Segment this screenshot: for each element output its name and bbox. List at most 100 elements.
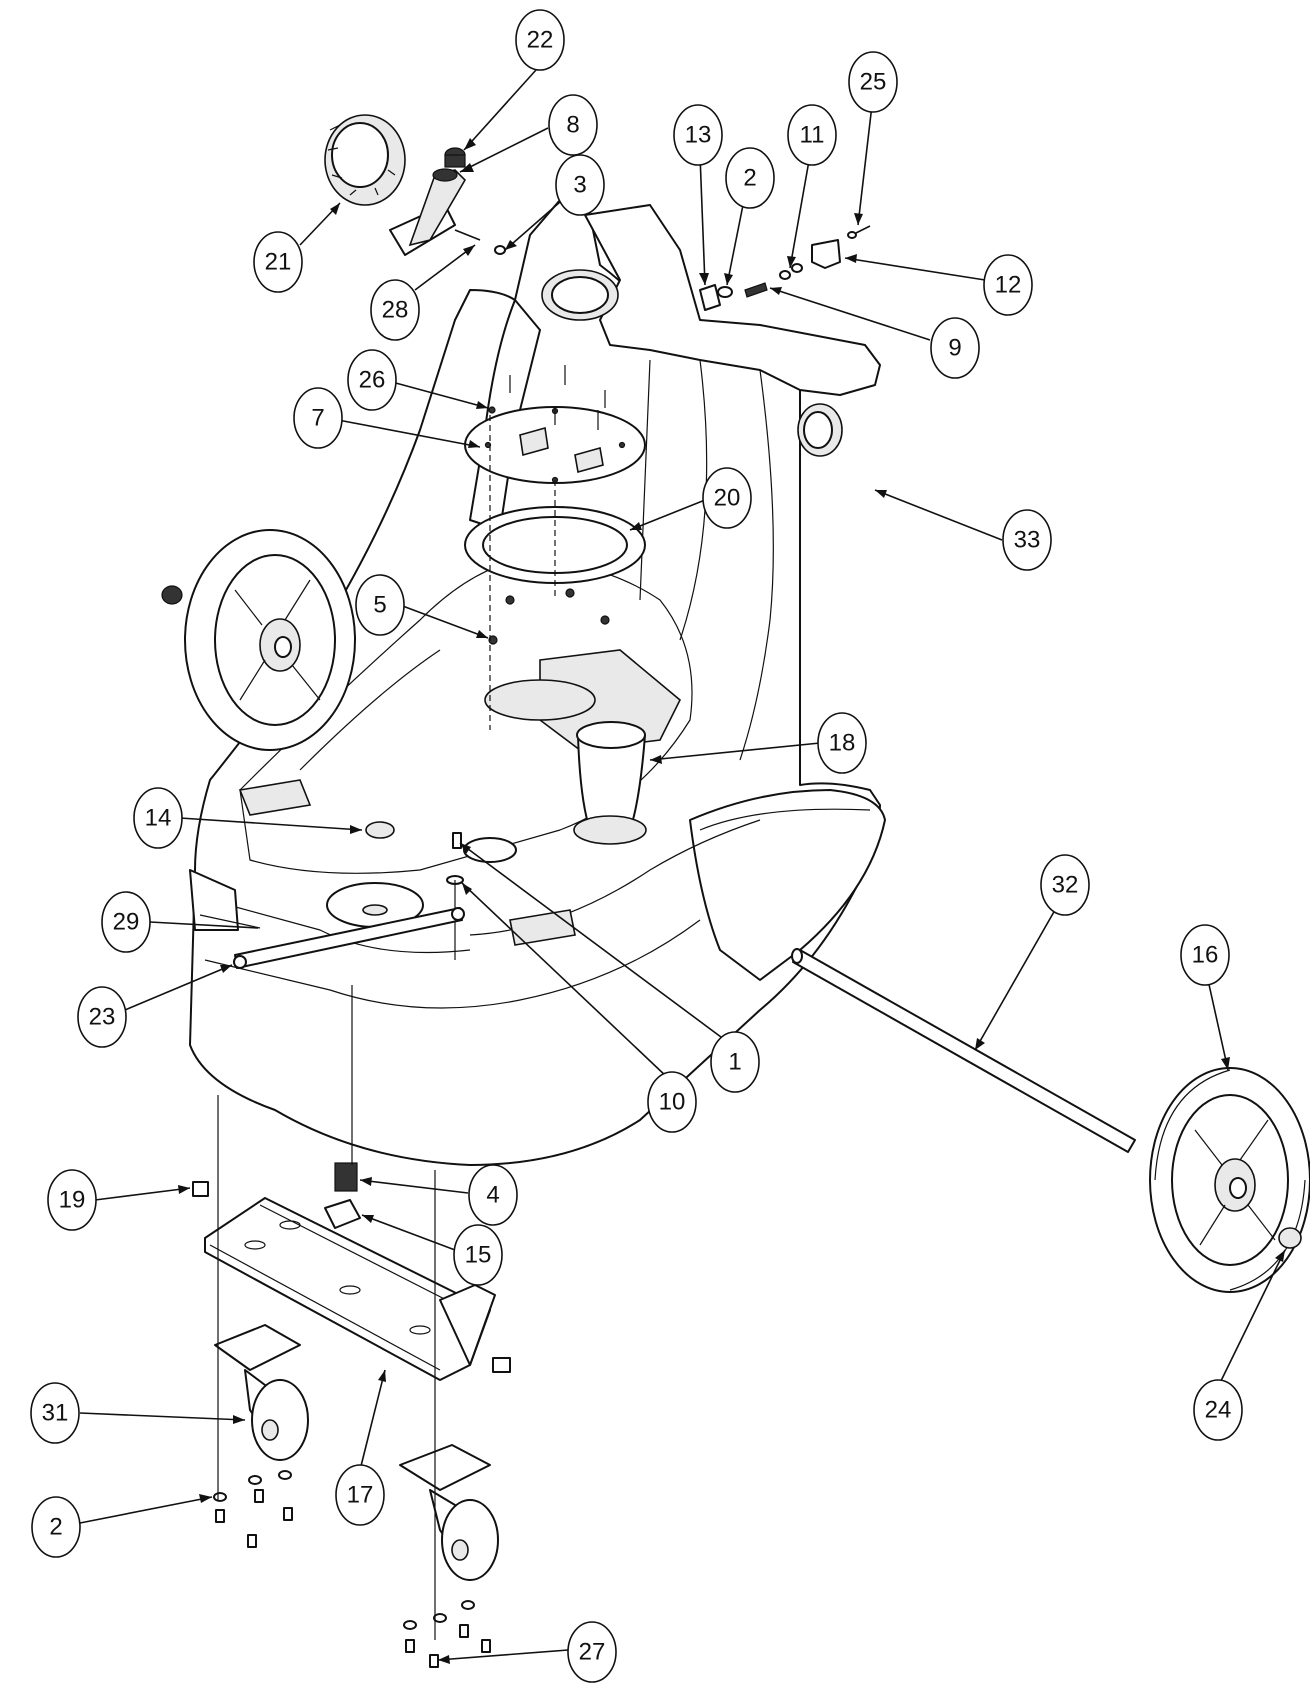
svg-text:8: 8: [566, 112, 579, 139]
svg-text:13: 13: [685, 122, 712, 149]
callout-33: 33: [1002, 509, 1052, 571]
washer-2-top: [717, 286, 733, 298]
svg-text:5: 5: [373, 592, 386, 619]
bracket-13: [699, 284, 721, 311]
caster-31-right: [399, 1444, 499, 1581]
svg-text:27: 27: [579, 1639, 606, 1666]
svg-text:28: 28: [382, 297, 409, 324]
svg-text:9: 9: [948, 335, 961, 362]
strap-23: [233, 907, 465, 969]
callout-12: 12: [983, 254, 1033, 316]
svg-text:20: 20: [714, 485, 741, 512]
svg-text:21: 21: [265, 249, 292, 276]
callout-22: 22: [515, 9, 565, 71]
svg-text:7: 7: [311, 405, 324, 432]
mount-plate-7: [464, 406, 646, 484]
right-wheel-16: [1149, 1067, 1310, 1293]
callout-4: 4: [468, 1164, 518, 1226]
axle-32: [791, 948, 1136, 1153]
svg-text:1: 1: [728, 1049, 741, 1076]
callout-1: 1: [710, 1031, 760, 1093]
callout-23: 23: [77, 986, 127, 1048]
callout-13: 13: [673, 104, 723, 166]
hub-cap-24: [1278, 1227, 1302, 1249]
callout-15: 15: [453, 1224, 503, 1286]
cap-19: [192, 1181, 209, 1197]
nuts-5: [488, 588, 610, 645]
callout-leaders: [79, 69, 1286, 1664]
svg-text:12: 12: [995, 272, 1022, 299]
svg-text:10: 10: [659, 1089, 686, 1116]
fitting-4: [334, 1162, 358, 1192]
svg-text:25: 25: [860, 69, 887, 96]
drain-recess-2: [463, 837, 517, 863]
screw-28: [454, 229, 481, 241]
callout-18: 18: [817, 712, 867, 774]
caster-31-left: [214, 1324, 309, 1461]
callout-11: 11: [787, 104, 837, 166]
cup-18: [573, 721, 647, 845]
callout-10: 10: [647, 1071, 697, 1133]
cap-plug-22: [444, 147, 466, 168]
screw-25: [847, 225, 871, 239]
strap-8: [408, 168, 467, 247]
callout-24: 24: [1193, 1379, 1243, 1441]
cap-19b: [492, 1357, 511, 1373]
callout-20: 20: [702, 467, 752, 529]
callout-31: 31: [30, 1382, 80, 1444]
callout-5: 5: [355, 574, 405, 636]
svg-text:17: 17: [347, 1482, 374, 1509]
svg-text:22: 22: [527, 27, 554, 54]
svg-text:3: 3: [573, 172, 586, 199]
left-wheel: [161, 529, 356, 751]
svg-text:2: 2: [49, 1514, 62, 1541]
svg-text:15: 15: [465, 1242, 492, 1269]
callout-27: 27: [567, 1621, 617, 1683]
callout-8: 8: [548, 94, 598, 156]
callout-26: 26: [347, 349, 397, 411]
svg-text:29: 29: [113, 909, 140, 936]
svg-text:19: 19: [59, 1187, 86, 1214]
base-bracket-17: [204, 1197, 496, 1381]
svg-text:26: 26: [359, 367, 386, 394]
svg-text:18: 18: [829, 730, 856, 757]
callout-3: 3: [555, 154, 605, 216]
hook-12: [811, 239, 841, 269]
callout-17: 17: [335, 1464, 385, 1526]
callout-28: 28: [370, 279, 420, 341]
svg-text:2: 2: [743, 165, 756, 192]
svg-text:31: 31: [42, 1400, 69, 1427]
callout-14: 14: [133, 787, 183, 849]
svg-text:33: 33: [1014, 527, 1041, 554]
callout-2-top: 2: [725, 147, 775, 209]
screw-9: [744, 282, 768, 298]
callout-29: 29: [101, 891, 151, 953]
svg-text:4: 4: [486, 1182, 499, 1209]
callout-7: 7: [293, 387, 343, 449]
callout-2-bottom: 2: [31, 1496, 81, 1558]
callout-21: 21: [253, 231, 303, 293]
pin-1: [452, 832, 462, 849]
drain-hole: [362, 904, 388, 916]
bolt-set-left: [213, 1470, 293, 1548]
callout-32: 32: [1040, 854, 1090, 916]
callout-9: 9: [930, 317, 980, 379]
nut-15: [324, 1199, 361, 1229]
callout-19: 19: [47, 1169, 97, 1231]
svg-text:32: 32: [1052, 872, 1079, 899]
rivet-3: [494, 245, 506, 255]
callout-16: 16: [1180, 924, 1230, 986]
svg-text:11: 11: [800, 122, 825, 149]
bolt-set-right: [403, 1600, 491, 1668]
screws-26: [488, 365, 606, 414]
svg-text:14: 14: [145, 805, 172, 832]
callout-25: 25: [848, 51, 898, 113]
grommet-14: [365, 821, 395, 839]
clip-29: [189, 869, 261, 931]
svg-text:24: 24: [1205, 1397, 1232, 1424]
washer-11: [779, 263, 803, 280]
svg-text:23: 23: [89, 1004, 116, 1031]
svg-text:16: 16: [1192, 942, 1219, 969]
